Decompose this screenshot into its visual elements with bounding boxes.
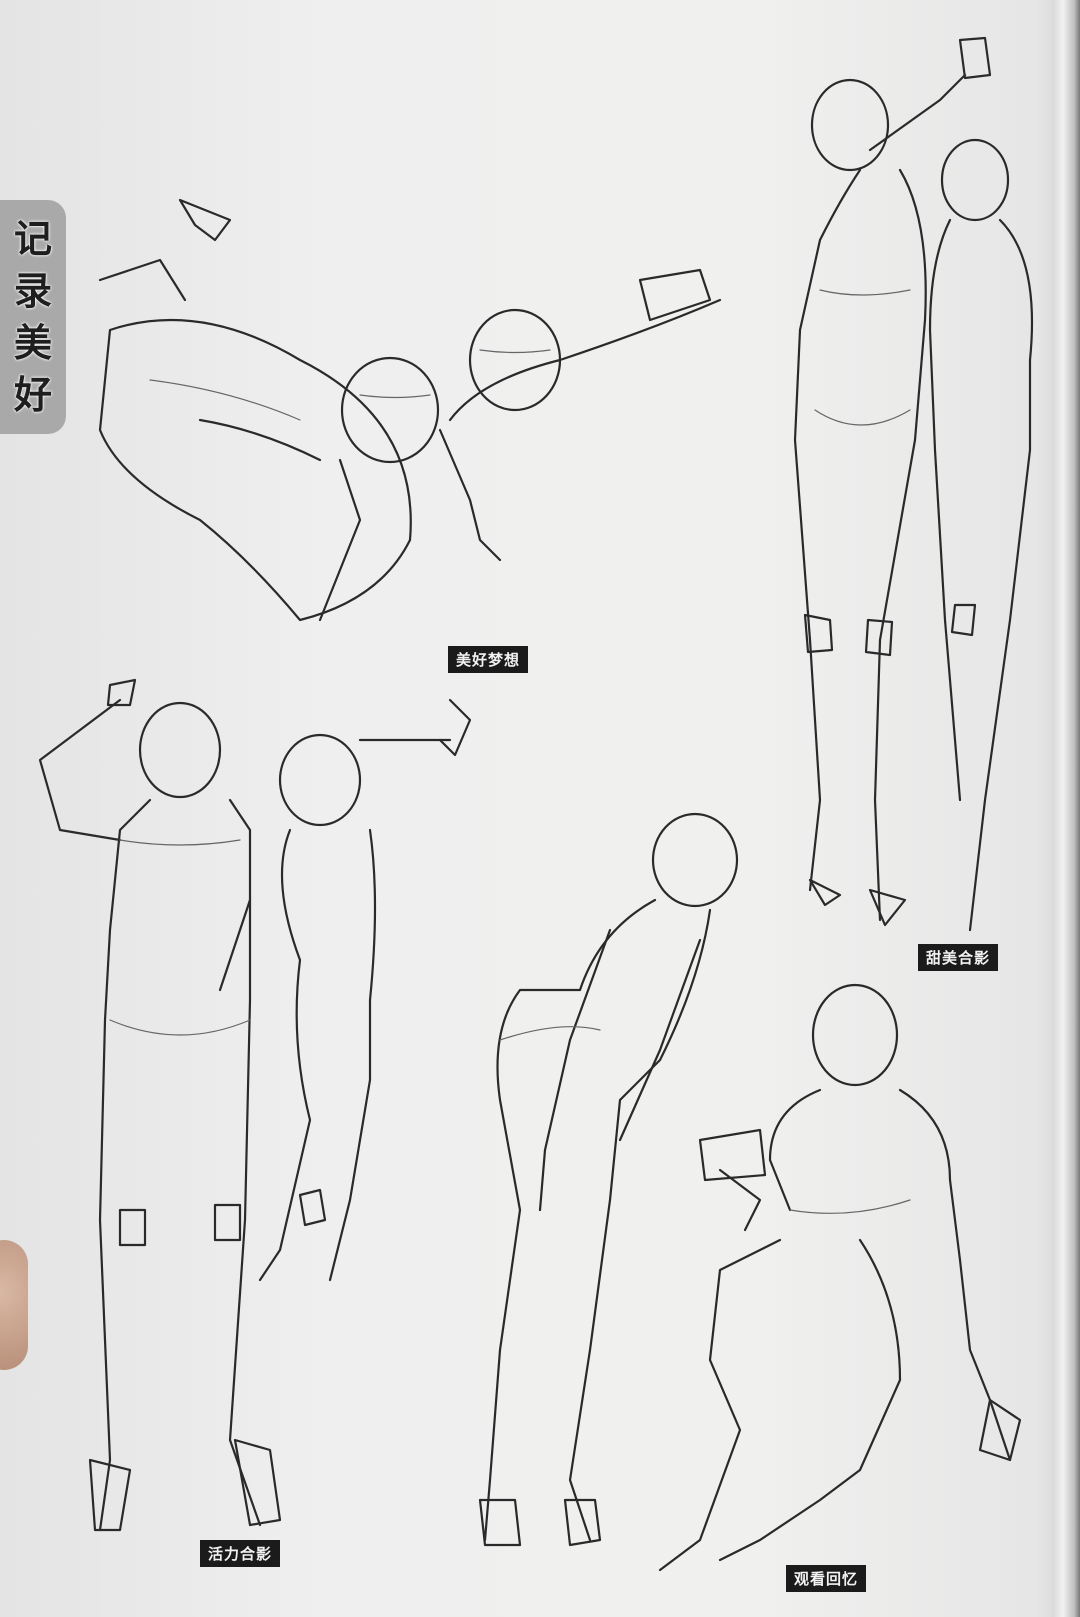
side-tab-char: 美 xyxy=(13,321,52,365)
side-tab-char: 好 xyxy=(13,373,52,417)
energetic-duo-sketch xyxy=(38,678,472,1532)
chapter-side-tab: 记 录 美 好 xyxy=(0,200,66,434)
side-tab-char: 录 xyxy=(13,269,52,313)
kneeling-camera-sketch xyxy=(658,983,1022,1572)
leaning-figure-sketch xyxy=(478,812,739,1547)
finger-in-frame xyxy=(0,1240,28,1370)
lying-figures-sketch xyxy=(98,198,722,622)
page-edge xyxy=(1052,0,1080,1617)
caption-sweet-photo: 甜美合影 xyxy=(918,944,999,971)
side-tab-char: 记 xyxy=(13,217,52,261)
caption-energetic-photo: 活力合影 xyxy=(200,1540,281,1567)
caption-watching-memories: 观看回忆 xyxy=(786,1565,867,1592)
standing-couple-sketch xyxy=(793,36,1034,932)
caption-beautiful-dream: 美好梦想 xyxy=(448,646,529,673)
